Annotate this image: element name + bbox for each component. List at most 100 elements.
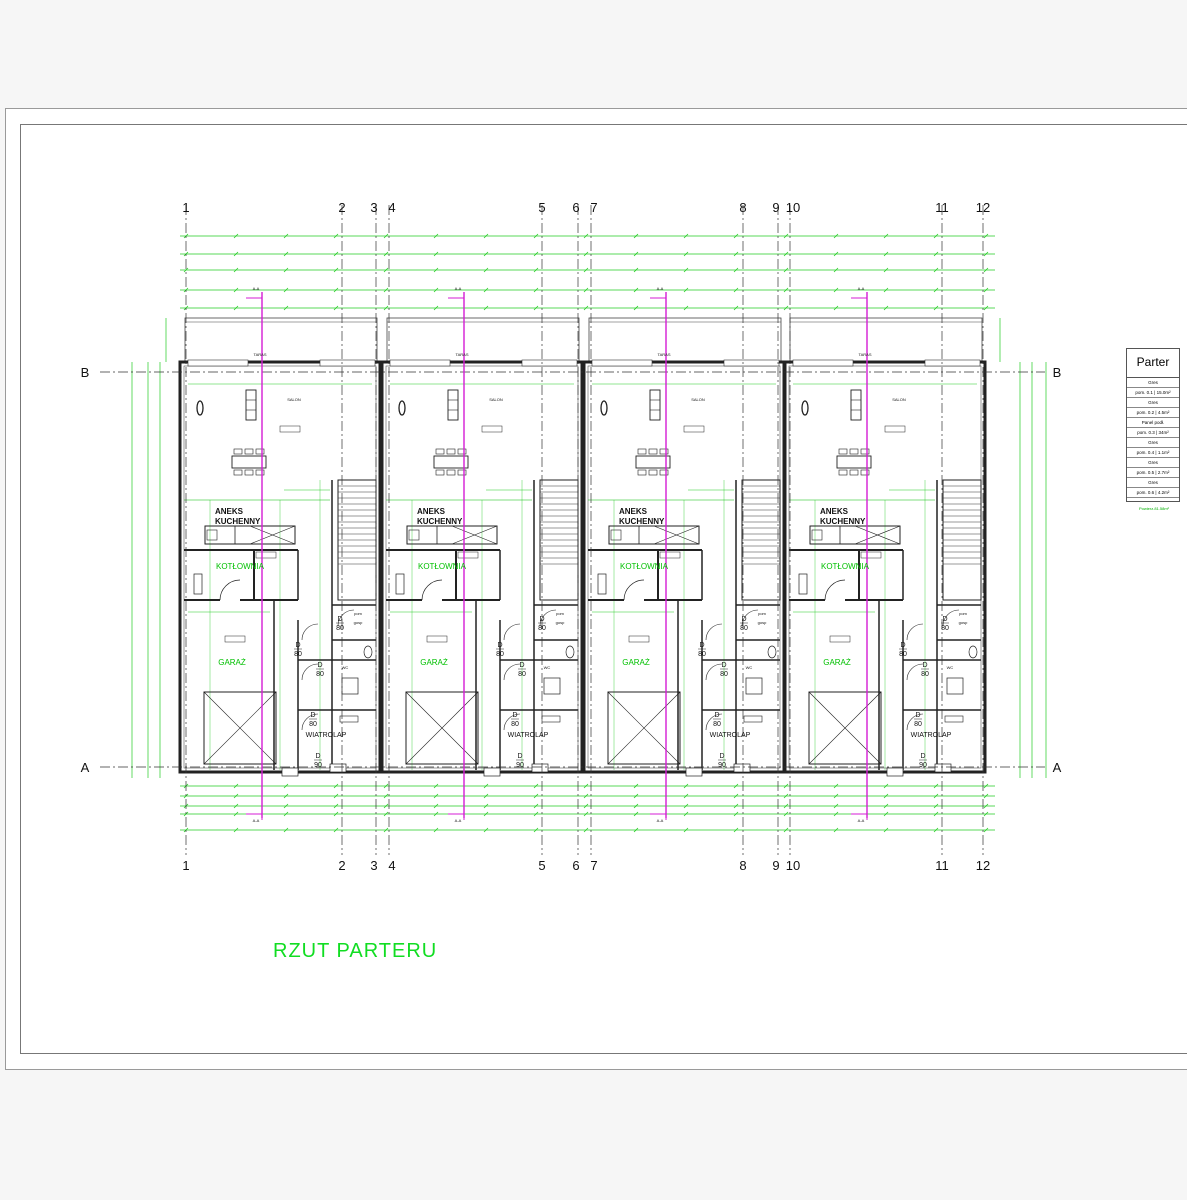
window [924, 359, 981, 367]
door-tag-letter: D [519, 662, 524, 669]
dimension-tick [283, 251, 289, 257]
door-swing [539, 609, 557, 627]
chair [446, 448, 456, 455]
dimension-tick [233, 811, 239, 817]
dimension-tick [983, 305, 989, 311]
chair [255, 448, 265, 455]
door-tag-width: 80 [914, 721, 922, 728]
room-label-wc: WC [544, 665, 551, 670]
lamp [196, 400, 204, 416]
dimension-tick [333, 267, 339, 273]
room-label-kuchenny: KUCHENNY [820, 517, 866, 526]
room-label-taras: TARAS [657, 352, 670, 357]
dimension-tick [733, 783, 739, 789]
door-swing [503, 623, 521, 641]
grid-label-bottom: 1 [182, 858, 189, 873]
dimension-tick [883, 793, 889, 799]
dimension-tick [933, 803, 939, 809]
door-tag-letter: D [699, 642, 704, 649]
dimension-tick [533, 793, 539, 799]
counter-cross [854, 525, 901, 545]
dimension-tick [583, 827, 589, 833]
dimension-tick [433, 267, 439, 273]
dimension-tick [533, 287, 539, 293]
door-tag-width: 80 [518, 671, 526, 678]
legend-row: pom. 0.3 | 34m² [1127, 428, 1179, 438]
dimension-tick [783, 251, 789, 257]
dimension-tick [783, 793, 789, 799]
section-arrow-bottom [448, 813, 465, 820]
dimension-tick [433, 783, 439, 789]
section-arrow-top [650, 292, 667, 299]
dimension-tick [583, 233, 589, 239]
door-tag-width: 80 [496, 651, 504, 658]
grid-label-bottom: 10 [786, 858, 800, 873]
outer-wall [380, 360, 584, 774]
dimension-tick [933, 287, 939, 293]
door-tag-width: 90 [516, 762, 524, 769]
dimension-tick [583, 783, 589, 789]
door-tag-width: 80 [294, 651, 302, 658]
section-arrow-bottom [650, 813, 667, 820]
door-tag-width: 80 [713, 721, 721, 728]
dimension-tick [283, 233, 289, 239]
grid-row-label-right: A [1053, 760, 1062, 775]
dimension-tick [483, 811, 489, 817]
dimension-tick [733, 287, 739, 293]
dimension-tick [283, 305, 289, 311]
dimension-tick [533, 267, 539, 273]
door-swing [337, 609, 355, 627]
room-label-wc: WC [947, 665, 954, 670]
chair [435, 448, 445, 455]
dimension-tick [383, 793, 389, 799]
grid-label-bottom: 7 [590, 858, 597, 873]
dimension-tick [383, 803, 389, 809]
boiler [395, 573, 405, 595]
dimension-tick [783, 233, 789, 239]
dimension-tick [733, 811, 739, 817]
chair [244, 448, 254, 455]
door-swing [705, 623, 723, 641]
lamp [600, 400, 608, 416]
dimension-tick [883, 251, 889, 257]
legend-row: pom. 0.5 | 2.7m² [1127, 468, 1179, 478]
dimension-lines [131, 233, 1047, 833]
area-tag [659, 551, 681, 559]
window [187, 359, 249, 367]
chair [860, 448, 870, 455]
dimension-tick [733, 803, 739, 809]
dimension-tick [233, 803, 239, 809]
grid-label-bottom: 2 [338, 858, 345, 873]
dimension-tick [333, 803, 339, 809]
legend-row: Panel podł. [1127, 418, 1179, 428]
dimension-tick [583, 793, 589, 799]
door-tag-letter: D [517, 753, 522, 760]
dimension-tick [633, 793, 639, 799]
bench [541, 715, 561, 723]
legend-sum: Powierz.81.58m² [1139, 506, 1170, 511]
grid-label-top: 8 [739, 200, 746, 215]
dimension-tick [483, 793, 489, 799]
grid-label-bottom: 11 [935, 858, 949, 873]
door-swing [906, 623, 924, 641]
grid-label-bottom: 12 [976, 858, 990, 873]
dimension-tick [333, 783, 339, 789]
garage-door [607, 691, 681, 765]
kitchen-counter [406, 525, 498, 545]
door-tag-width: 80 [720, 671, 728, 678]
dimension-tick [833, 827, 839, 833]
dimension-tick [983, 233, 989, 239]
window [591, 359, 653, 367]
dimension-tick [333, 287, 339, 293]
door-tag-letter: D [512, 712, 517, 719]
garage-door [405, 691, 479, 765]
dimension-tick [633, 305, 639, 311]
dimension-tick [633, 811, 639, 817]
dimension-tick [383, 233, 389, 239]
door-tag-letter: D [337, 616, 342, 623]
door-tag-width: 80 [309, 721, 317, 728]
legend-row: pom. 0.1 | 15.0m² [1127, 388, 1179, 398]
section-line: A-AA-AA-AA-AA-AA-AA-AA-A [246, 286, 868, 823]
dimension-tick [983, 287, 989, 293]
dimension-tick [633, 251, 639, 257]
